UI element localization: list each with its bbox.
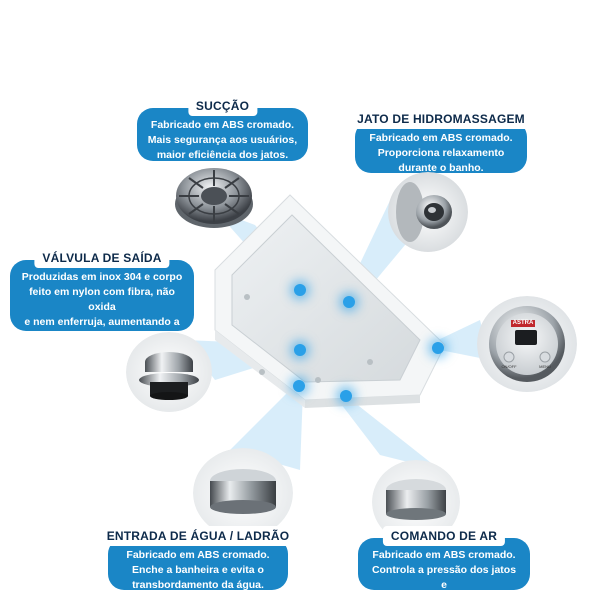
callout-title: VÁLVULA DE SAÍDA [34,248,170,268]
callout-line: vida útil do produto. [51,331,153,343]
callout-line: Enche a banheira e evita o [132,564,264,576]
callout-line: minijatos de hidromassagem. [370,594,518,606]
drain-valve-icon [126,332,212,412]
callout-title: ENTRADA DE ÁGUA / LADRÃO [98,526,298,546]
onoff-button-label: ON/OFF [501,364,517,369]
callout-line: Fabricado em ABS cromado. [369,132,513,144]
air-button-icon [372,460,460,544]
suction-grate-icon [173,160,255,232]
hotspot-comando[interactable] [340,390,352,402]
control-panel-icon: ASTRA ON/OFF MENU [477,296,577,392]
callout-line: Proporciona relaxamento [377,147,505,159]
hotspot-entrada[interactable] [293,380,305,392]
hotspot-jato[interactable] [343,296,355,308]
callout-line: maior eficiência dos jatos. [156,149,289,161]
jet-nozzle-icon [388,172,468,252]
hotspot-succao[interactable] [294,284,306,296]
callout-line: Fabricado em ABS cromado. [126,549,270,561]
hotspot-controle[interactable] [432,342,444,354]
control-brand-label: ASTRA [512,320,534,326]
callout-line: Fabricado em ABS cromado. [372,549,516,561]
callout-line: transbordamento da água. [132,579,264,591]
callout-valvula: VÁLVULA DE SAÍDA Produzidas em inox 304 … [10,248,194,343]
callout-line: Controla a pressão dos jatos e [371,564,517,591]
water-inlet-icon [193,448,293,538]
callout-line: feito em nylon com fibra, não oxida [29,286,175,313]
callout-succao: SUCÇÃO Fabricado em ABS cromado. Mais se… [137,96,308,161]
callout-entrada: ENTRADA DE ÁGUA / LADRÃO Fabricado em AB… [98,526,298,591]
callout-title: SUCÇÃO [187,96,258,116]
callout-line: durante o banho. [398,162,484,174]
callout-title: JATO DE HIDROMASSAGEM [349,109,533,129]
callout-title: COMANDO DE AR [382,526,506,546]
callout-line: Mais segurança aos usuários, [147,134,298,146]
callout-comando: COMANDO DE AR Fabricado em ABS cromado. … [358,526,530,606]
callout-line: Fabricado em ABS cromado. [150,119,295,131]
callout-jato: JATO DE HIDROMASSAGEM Fabricado em ABS c… [349,109,533,174]
callout-line: Produzidas em inox 304 e corpo [21,271,183,283]
hotspot-valvula[interactable] [294,344,306,356]
menu-button-label: MENU [539,364,551,369]
callout-line: e nem enferruja, aumentando a [24,316,180,328]
